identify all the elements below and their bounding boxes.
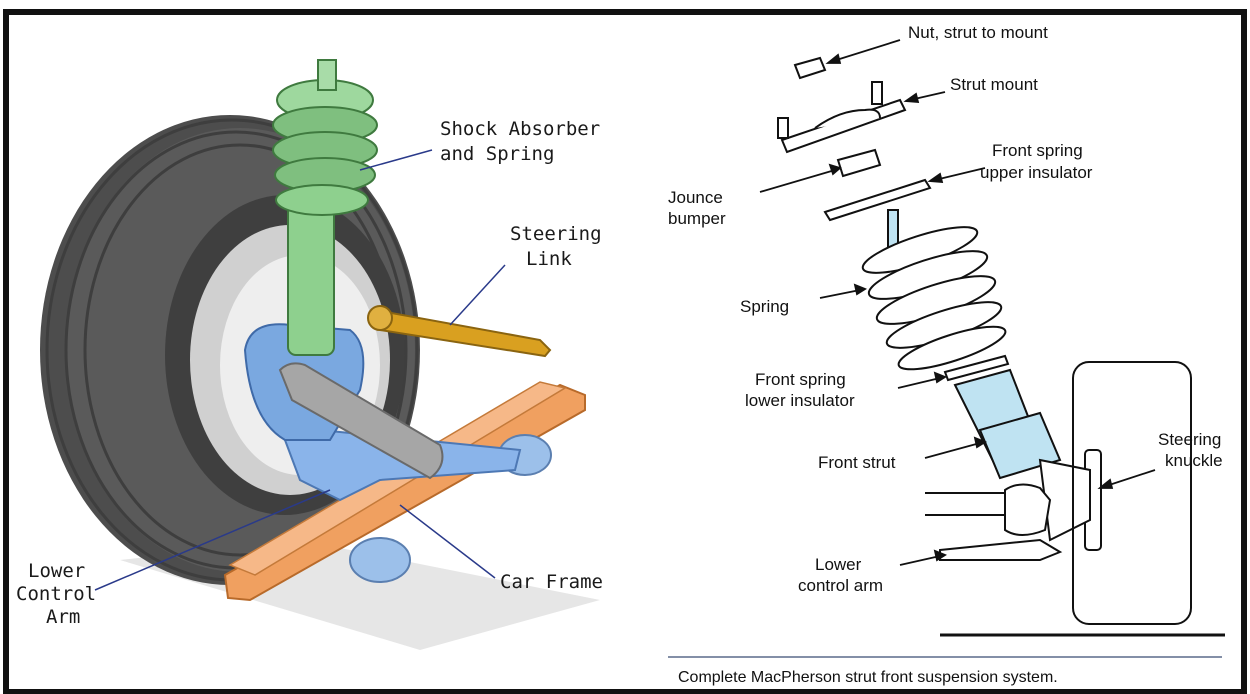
label-strut-mount: Strut mount bbox=[950, 75, 1038, 94]
label-front-spring-lower-insulator-line2: lower insulator bbox=[745, 391, 855, 410]
label-lower-control-arm-line2: Control bbox=[16, 583, 96, 605]
label-jounce-bumper-line2: bumper bbox=[668, 209, 726, 228]
figure-caption: Complete MacPherson strut front suspensi… bbox=[678, 669, 1058, 686]
right-leader-lines bbox=[759, 39, 1156, 566]
wheel-outline bbox=[1072, 361, 1192, 625]
label-lower-control-arm-line3: Arm bbox=[46, 606, 80, 628]
frame-bushing-2 bbox=[349, 537, 411, 583]
label-shock-absorber-line1: Shock Absorber bbox=[440, 118, 600, 140]
label-spring: Spring bbox=[740, 297, 789, 316]
axle-shaft bbox=[278, 362, 444, 480]
label-front-spring-lower-insulator-line1: Front spring bbox=[755, 370, 846, 389]
left-leader-lines bbox=[94, 149, 506, 591]
upper-insulator bbox=[823, 178, 932, 222]
label-lower-control-arm-line1: Lower bbox=[815, 555, 862, 574]
mount-stud-right bbox=[871, 81, 883, 105]
label-steering-knuckle-line2: knuckle bbox=[1165, 451, 1223, 470]
car-frame bbox=[223, 383, 586, 602]
label-nut-strut-to-mount: Nut, strut to mount bbox=[908, 23, 1048, 42]
label-lower-control-arm-line2: control arm bbox=[798, 576, 883, 595]
strut-mount bbox=[780, 98, 907, 154]
cv-boot bbox=[1004, 483, 1052, 536]
jounce-bumper bbox=[836, 148, 882, 178]
label-lower-control-arm-line1: Lower bbox=[28, 560, 85, 582]
lower-insulator bbox=[943, 354, 1010, 382]
label-steering-link-line2: Link bbox=[526, 248, 572, 270]
mount-stud-left bbox=[777, 117, 789, 139]
label-shock-absorber-line2: and Spring bbox=[440, 143, 554, 165]
steering-link-joint bbox=[367, 305, 393, 331]
label-steering-knuckle-line1: Steering bbox=[1158, 430, 1221, 449]
label-jounce-bumper-line1: Jounce bbox=[668, 188, 723, 207]
right-illustration bbox=[777, 56, 1225, 637]
label-front-spring-upper-insulator-line1: Front spring bbox=[992, 141, 1083, 160]
label-front-strut: Front strut bbox=[818, 453, 896, 472]
label-front-spring-upper-insulator-line2: upper insulator bbox=[980, 163, 1093, 182]
coil-spring bbox=[272, 79, 378, 216]
left-illustration: Shock Absorber and Spring Steering Link … bbox=[16, 59, 603, 650]
right-coil-spring bbox=[861, 226, 1007, 371]
label-steering-link-line1: Steering bbox=[510, 223, 602, 245]
strut-rod bbox=[287, 194, 335, 356]
label-car-frame: Car Frame bbox=[500, 571, 603, 593]
right-lower-control-arm bbox=[939, 538, 1063, 561]
strut-nut bbox=[793, 56, 827, 80]
strut-top bbox=[317, 59, 337, 91]
image-border bbox=[3, 9, 1247, 694]
